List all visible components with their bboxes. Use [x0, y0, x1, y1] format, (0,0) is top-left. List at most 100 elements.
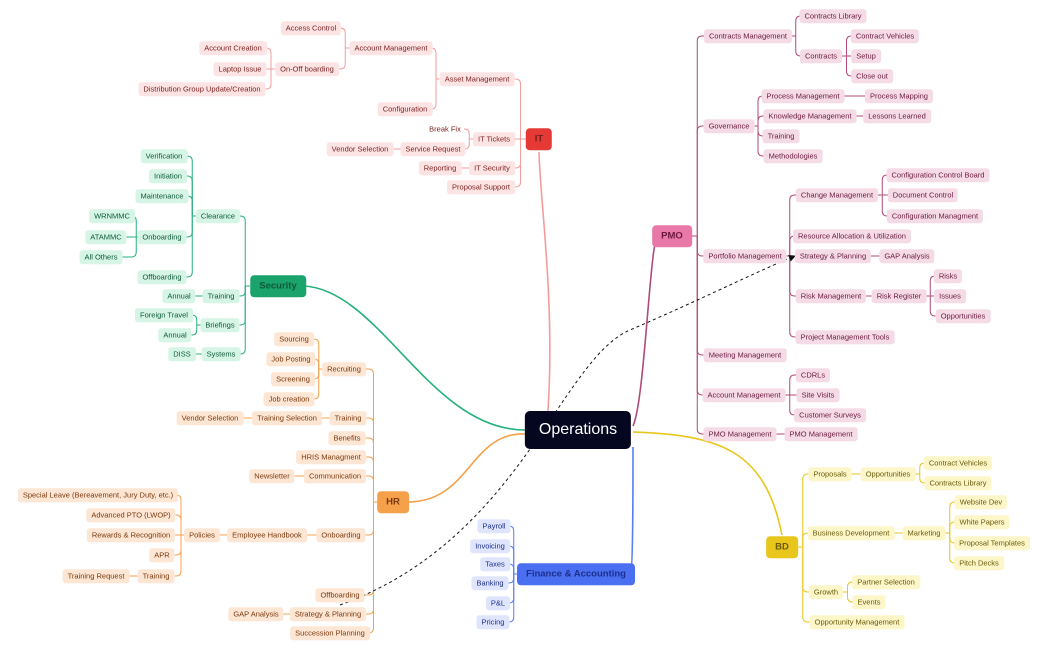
node-process-management[interactable]: Process Management — [761, 89, 845, 103]
node-on-off-boarding[interactable]: On-Off boarding — [275, 62, 339, 76]
node-diss[interactable]: DISS — [168, 347, 196, 361]
node-pricing[interactable]: Pricing — [476, 615, 510, 629]
node-change-management[interactable]: Change Management — [795, 188, 879, 202]
branch-node-finance-and-accounting[interactable]: Finance & Accounting — [517, 563, 635, 585]
node-training[interactable]: Training — [137, 569, 175, 583]
node-clearance[interactable]: Clearance — [195, 209, 241, 223]
node-proposal-templates[interactable]: Proposal Templates — [954, 536, 1030, 550]
node-offboarding[interactable]: Offboarding — [137, 270, 187, 284]
node-growth[interactable]: Growth — [808, 585, 844, 599]
node-contracts[interactable]: Contracts — [799, 49, 843, 63]
node-succession-planning[interactable]: Succession Planning — [290, 626, 370, 640]
node-payroll[interactable]: Payroll — [477, 519, 511, 533]
node-special-leave-bereavement-jury-duty-etc[interactable]: Special Leave (Bereavement, Jury Duty, e… — [17, 488, 179, 502]
node-cdrls[interactable]: CDRLs — [795, 368, 831, 382]
node-contract-vehicles[interactable]: Contract Vehicles — [923, 456, 993, 470]
node-onboarding[interactable]: Onboarding — [316, 528, 366, 542]
node-contracts-library[interactable]: Contracts Library — [924, 476, 992, 490]
node-white-papers[interactable]: White Papers — [954, 515, 1010, 529]
node-initiation[interactable]: Initiation — [149, 169, 187, 183]
node-recruiting[interactable]: Recruiting — [322, 362, 366, 376]
node-training-selection[interactable]: Training Selection — [252, 411, 322, 425]
node-project-management-tools[interactable]: Project Management Tools — [795, 330, 895, 344]
branch-node-bd[interactable]: BD — [766, 536, 798, 558]
node-configuration-control-board[interactable]: Configuration Control Board — [886, 168, 990, 182]
branch-node-hr[interactable]: HR — [377, 491, 409, 513]
node-vendor-selection[interactable]: Vendor Selection — [176, 411, 244, 425]
node-governance[interactable]: Governance — [703, 119, 755, 133]
node-gap-analysis[interactable]: GAP Analysis — [879, 249, 935, 263]
node-systems[interactable]: Systems — [201, 347, 241, 361]
branch-node-it[interactable]: IT — [525, 128, 553, 150]
node-laptop-issue[interactable]: Laptop Issue — [213, 62, 267, 76]
node-strategy-and-planning[interactable]: Strategy & Planning — [289, 607, 367, 621]
node-contract-vehicles[interactable]: Contract Vehicles — [850, 29, 920, 43]
node-account-creation[interactable]: Account Creation — [199, 41, 267, 55]
node-gap-analysis[interactable]: GAP Analysis — [228, 607, 284, 621]
node-sourcing[interactable]: Sourcing — [274, 332, 314, 346]
node-policies[interactable]: Policies — [184, 528, 220, 542]
node-marketing[interactable]: Marketing — [902, 526, 946, 540]
node-opportunities[interactable]: Opportunities — [935, 309, 991, 323]
node-customer-surveys[interactable]: Customer Surveys — [794, 408, 866, 422]
node-all-others[interactable]: All Others — [79, 250, 123, 264]
node-pmo-management[interactable]: PMO Management — [784, 427, 858, 441]
node-contracts-library[interactable]: Contracts Library — [799, 9, 867, 23]
node-onboarding[interactable]: Onboarding — [137, 230, 187, 244]
node-setup[interactable]: Setup — [851, 49, 881, 63]
node-annual[interactable]: Annual — [162, 289, 196, 303]
node-partner-selection[interactable]: Partner Selection — [852, 575, 920, 589]
node-it-security[interactable]: IT Security — [469, 161, 515, 175]
node-training[interactable]: Training — [329, 411, 367, 425]
node-offboarding[interactable]: Offboarding — [315, 588, 365, 602]
node-proposals[interactable]: Proposals — [808, 467, 852, 481]
node-strategy-and-planning[interactable]: Strategy & Planning — [794, 249, 872, 263]
node-configuration-managment[interactable]: Configuration Managment — [886, 209, 984, 223]
node-maintenance[interactable]: Maintenance — [135, 189, 189, 203]
node-business-development[interactable]: Business Development — [807, 526, 895, 540]
branch-node-pmo[interactable]: PMO — [652, 225, 692, 247]
node-apr[interactable]: APR — [149, 548, 175, 562]
node-contracts-management[interactable]: Contracts Management — [704, 29, 792, 43]
node-site-visits[interactable]: Site Visits — [796, 388, 840, 402]
node-issues[interactable]: Issues — [934, 289, 966, 303]
node-risk-register[interactable]: Risk Register — [871, 289, 927, 303]
node-briefings[interactable]: Briefings — [200, 318, 240, 332]
node-account-management[interactable]: Account Management — [702, 388, 786, 402]
node-vendor-selection[interactable]: Vendor Selection — [326, 142, 394, 156]
node-verification[interactable]: Verification — [140, 149, 188, 163]
node-foreign-travel[interactable]: Foreign Travel — [135, 308, 193, 322]
node-meeting-management[interactable]: Meeting Management — [703, 348, 787, 362]
node-configuration[interactable]: Configuration — [377, 102, 433, 116]
branch-node-security[interactable]: Security — [250, 275, 306, 297]
node-rewards-and-recognition[interactable]: Rewards & Recognition — [86, 528, 176, 542]
node-taxes[interactable]: Taxes — [480, 557, 510, 571]
node-invoicing[interactable]: Invoicing — [470, 539, 510, 553]
node-communication[interactable]: Communication — [303, 469, 367, 483]
node-wrnmmc[interactable]: WRNMMC — [89, 209, 135, 223]
node-job-posting[interactable]: Job Posting — [266, 352, 316, 366]
node-banking[interactable]: Banking — [471, 576, 509, 590]
node-reporting[interactable]: Reporting — [418, 161, 462, 175]
node-newsletter[interactable]: Newsletter — [249, 469, 295, 483]
node-proposal-support[interactable]: Proposal Support — [447, 180, 515, 194]
node-risks[interactable]: Risks — [933, 269, 963, 283]
node-hris-managment[interactable]: HRIS Managment — [296, 450, 366, 464]
node-opportunities[interactable]: Opportunities — [860, 467, 916, 481]
node-break-fix[interactable]: Break Fix — [429, 124, 461, 134]
node-close-out[interactable]: Close out — [851, 69, 893, 83]
node-training[interactable]: Training — [202, 289, 240, 303]
node-events[interactable]: Events — [852, 595, 886, 609]
node-atammc[interactable]: ATAMMC — [85, 230, 127, 244]
node-knowledge-management[interactable]: Knowledge Management — [763, 109, 857, 123]
node-job-creation[interactable]: Job creation — [263, 392, 315, 406]
node-training[interactable]: Training — [762, 129, 800, 143]
node-document-control[interactable]: Document Control — [887, 188, 959, 202]
node-lessons-learned[interactable]: Lessons Learned — [863, 109, 931, 123]
node-portfolio-management[interactable]: Portfolio Management — [703, 249, 787, 263]
node-pitch-decks[interactable]: Pitch Decks — [954, 556, 1004, 570]
node-it-tickets[interactable]: IT Tickets — [473, 132, 515, 146]
node-service-request[interactable]: Service Request — [400, 142, 466, 156]
node-opportunity-management[interactable]: Opportunity Management — [809, 615, 905, 629]
node-pmo-management[interactable]: PMO Management — [703, 427, 777, 441]
